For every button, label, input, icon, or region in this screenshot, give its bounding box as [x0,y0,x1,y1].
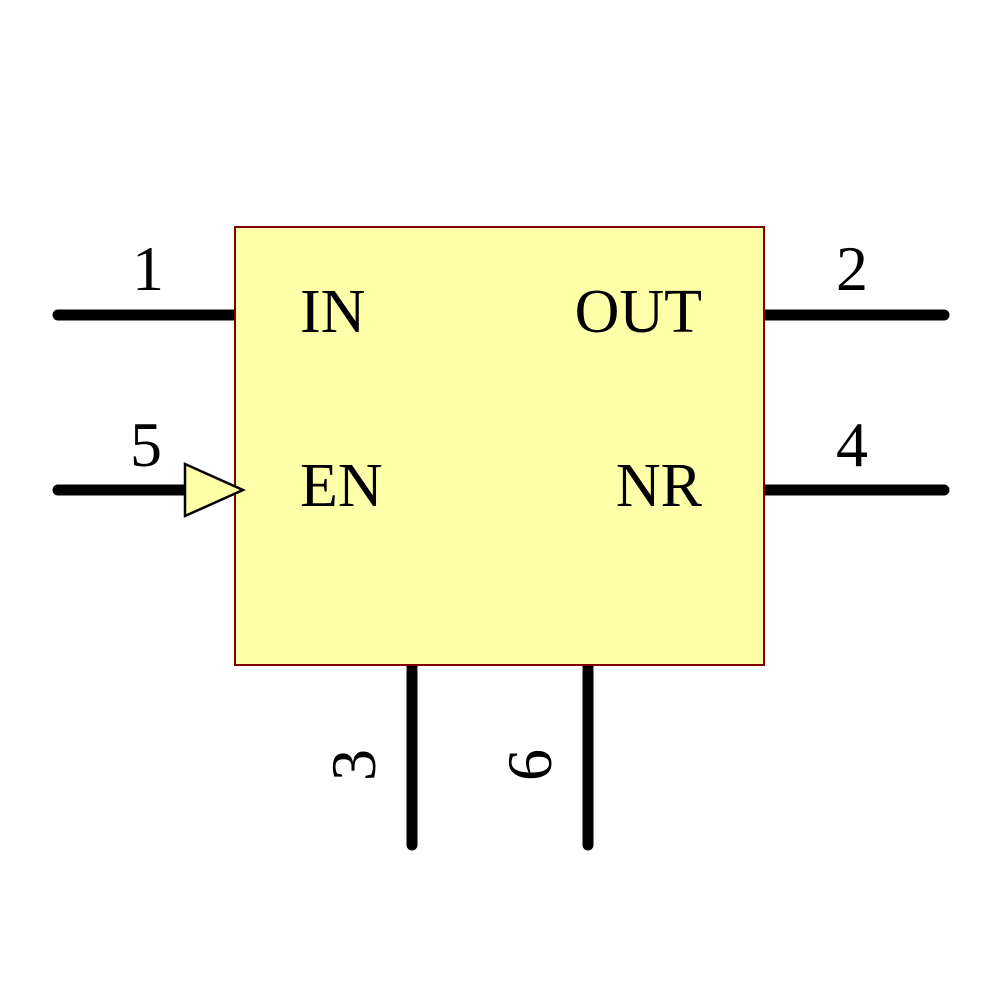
port-label-in: IN [300,278,365,346]
symbol-body-rect[interactable] [234,226,765,666]
clock-triangle-icon-en [183,462,247,518]
pin-number-6: 6 [494,749,565,781]
port-label-out: OUT [575,278,702,346]
pin-number-4: 4 [836,409,868,480]
pin-number-1: 1 [132,233,164,304]
pin-markers-group [183,462,247,518]
pin-wires-group [52,309,950,851]
port-label-en: EN [300,452,383,520]
symbol-body-group [234,226,765,666]
port-label-nr: NR [616,452,703,520]
port-labels-group: IN EN OUT NR [300,278,703,520]
pin-number-3: 3 [318,749,389,781]
pin-number-5: 5 [130,409,162,480]
pin-number-2: 2 [836,233,868,304]
pin-numbers-group: 1 5 2 4 3 6 [130,233,868,781]
